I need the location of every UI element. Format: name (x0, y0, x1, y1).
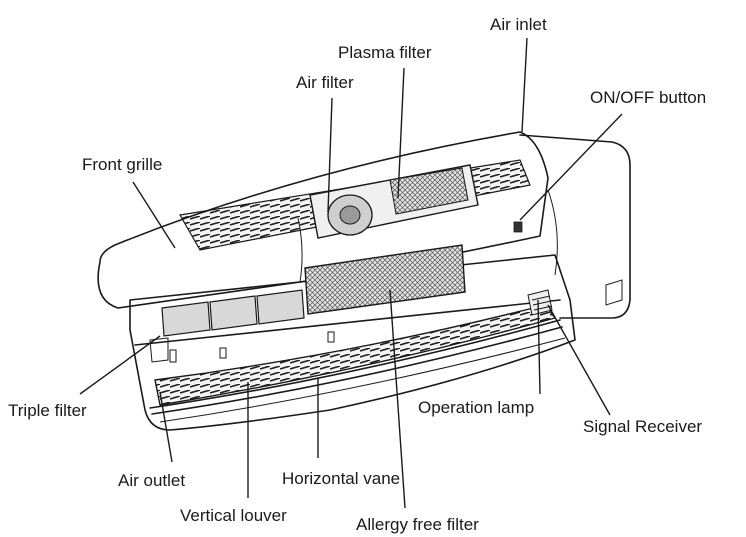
label-signal-receiver: Signal Receiver (583, 417, 702, 436)
label-plasma-filter: Plasma filter (338, 43, 432, 62)
label-triple-filter: Triple filter (8, 401, 87, 420)
leader-triple-filter (80, 336, 160, 394)
label-operation-lamp: Operation lamp (418, 398, 534, 417)
indoor-unit-illustration (98, 132, 630, 430)
leader-signal-receiver (548, 305, 610, 415)
allergy-free-filter-panel (305, 245, 465, 314)
label-on-off-button: ON/OFF button (590, 88, 706, 107)
receiver-window (528, 290, 552, 315)
label-front-grille: Front grille (82, 155, 162, 174)
leader-front-grille (133, 182, 175, 248)
label-air-filter: Air filter (296, 73, 354, 92)
label-air-outlet: Air outlet (118, 471, 185, 490)
label-horizontal-vane: Horizontal vane (282, 469, 400, 488)
label-allergy-free-filter: Allergy free filter (356, 515, 479, 534)
leader-air-inlet (522, 38, 527, 132)
on-off-switch (514, 222, 522, 232)
leader-on-off (520, 114, 622, 220)
label-vertical-louver: Vertical louver (180, 506, 287, 525)
label-air-inlet: Air inlet (490, 15, 547, 34)
